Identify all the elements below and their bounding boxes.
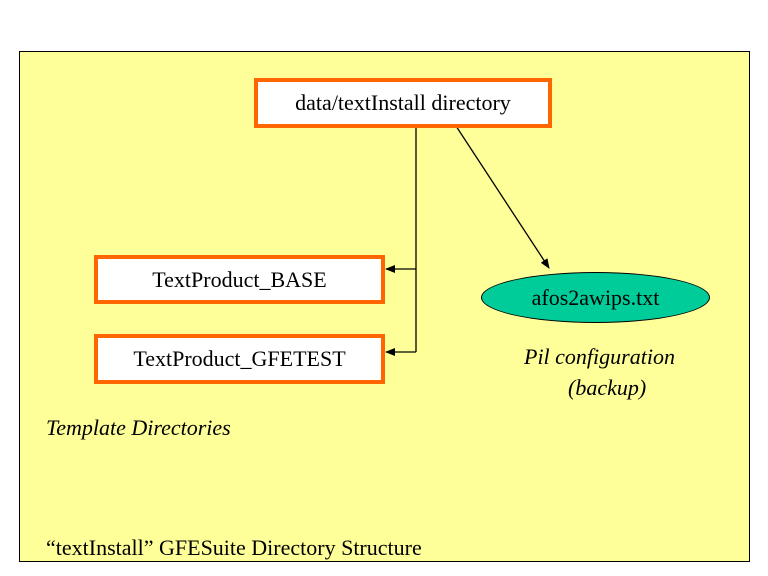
textproduct-gfetest-node: TextProduct_GFETEST [94, 334, 385, 384]
textproduct-gfetest-label: TextProduct_GFETEST [133, 346, 346, 371]
afos-file-label: afos2awips.txt [531, 284, 660, 310]
root-directory-label: data/textInstall directory [295, 90, 511, 115]
root-directory-node: data/textInstall directory [254, 78, 552, 128]
textproduct-base-label: TextProduct_BASE [152, 266, 327, 292]
diagram-caption: “textInstall” GFESuite Directory Structu… [46, 535, 422, 560]
pil-configuration-note: Pil configuration [524, 344, 675, 369]
backup-note: (backup) [568, 375, 647, 400]
textproduct-base-node: TextProduct_BASE [94, 255, 385, 304]
afos-file-node: afos2awips.txt [481, 272, 710, 323]
template-directories-label: Template Directories [46, 415, 231, 440]
